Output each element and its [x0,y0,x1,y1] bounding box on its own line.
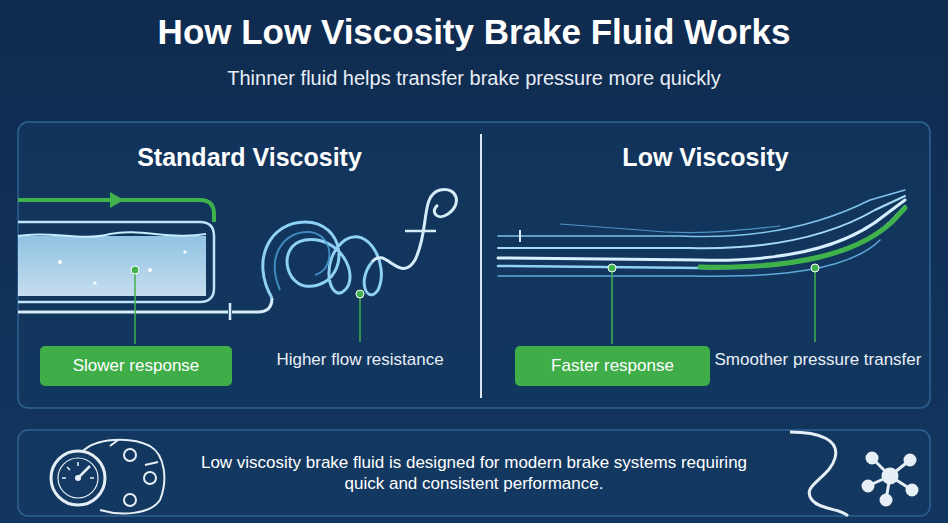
pipe-stub [405,230,436,233]
result-badge: Faster response [515,346,710,386]
coil-shadow [275,232,330,290]
leader-dot [811,264,819,272]
subtitle: Thinner fluid helps transfer brake press… [24,66,924,90]
panel-frame [18,122,930,408]
summary-box: Low viscosity brake fluid is designed fo… [18,430,930,516]
bubble [148,268,152,272]
flow-lines [498,190,905,276]
leader-line [359,297,361,342]
tank-outline [18,222,214,302]
panel-heading: Standard Viscosity [18,142,481,173]
leader-dot [356,290,364,298]
badge-text: Slower response [73,355,200,376]
badge-text: Faster response [551,355,674,376]
molecule-icon [863,453,917,505]
pipe-joint [519,230,521,242]
divider [480,134,482,398]
note-frame [18,430,930,516]
leader-line [814,272,816,342]
fluid-surface [18,232,206,237]
callout-label: Higher flow resistance [275,350,445,370]
leader-line [134,272,136,344]
comparison-panel: Low ViscosityFaster response [481,122,930,408]
gauge-icon [51,451,105,505]
pipe [18,298,272,312]
leader-line [611,272,613,344]
pipe-joint [229,303,232,320]
panel-heading: Low Viscosity [481,142,930,173]
result-badge: Slower response [40,346,232,386]
bubble [58,260,62,264]
callout-label: Smoother pressure transfer [713,350,923,370]
leader-dot [608,264,616,272]
summary-text: Low viscosity brake fluid is designed fo… [184,452,764,495]
coil [263,222,382,298]
pipe-curl [372,189,456,268]
bubble [93,281,96,284]
flow-curve [790,432,848,516]
comparison-panel: Standard ViscositySlower response [18,122,481,408]
title: How Low Viscosity Brake Fluid Works [0,12,948,52]
fluid [18,236,206,296]
leader-dot [131,266,139,274]
bubble [183,250,186,253]
arrow-head [110,192,124,208]
